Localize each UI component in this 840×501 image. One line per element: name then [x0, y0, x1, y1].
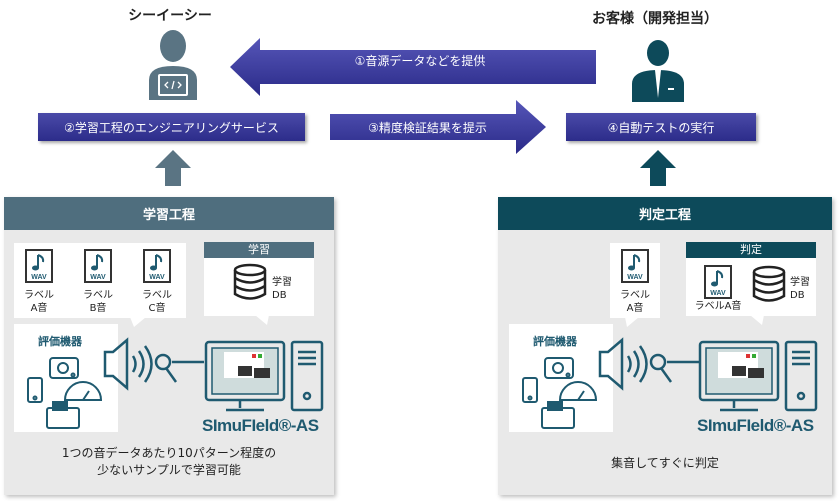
file-label: ラベル — [620, 290, 650, 301]
step1-label: ①音源データなどを提供 — [354, 54, 486, 68]
wav-file-icon: WAV — [84, 249, 112, 283]
eval-devices-label: 評価機器 — [533, 335, 577, 348]
simufield-logo: SImuFIeld®-AS — [202, 416, 319, 435]
file-label: ラベル — [24, 290, 54, 301]
step4-box: ④自動テストの実行 — [566, 113, 756, 141]
file-label: ラベル — [142, 290, 172, 301]
wav-text: WAV — [90, 274, 106, 281]
computer-icon — [204, 340, 324, 412]
wav-file-b: WAV — [84, 249, 114, 287]
file-sound: A音 — [626, 303, 644, 314]
judge-panel-header: 判定工程 — [498, 197, 832, 230]
wav-text: WAV — [149, 274, 165, 281]
simufield-logo: SImuFIeld®-AS — [697, 416, 814, 435]
devices-icon — [27, 357, 102, 429]
wav-file-a: WAV — [25, 249, 55, 287]
database-icon — [752, 265, 786, 302]
db-label: DB — [790, 290, 805, 301]
speaker-mic-icon — [598, 338, 701, 390]
caption-line: 1つの音データあたり10パターン程度の — [61, 446, 277, 460]
customer-person-icon — [632, 40, 684, 102]
wav-file-c: WAV — [143, 249, 173, 287]
wav-file-icon: WAV — [621, 249, 649, 283]
actor-customer-title: お客様（開発担当） — [592, 11, 718, 27]
file-sound: A音 — [30, 303, 48, 314]
wav-text: WAV — [710, 290, 726, 297]
learning-db-header: 学習 — [204, 242, 314, 258]
step2-box: ②学習工程のエンジニアリングサービス — [38, 113, 305, 141]
wav-file-icon: WAV — [25, 249, 53, 283]
db-label: 学習 — [790, 277, 810, 288]
wav-text: WAV — [627, 274, 643, 281]
up-arrow-judge-icon — [640, 150, 676, 186]
learning-db-bubble: 学習 — [204, 242, 314, 316]
engineer-person-icon — [149, 30, 197, 100]
judge-box-file-label: ラベルA音 — [694, 301, 742, 312]
db-label: 学習 — [272, 277, 292, 288]
speaker-mic-icon — [103, 338, 206, 390]
eval-devices-label: 評価機器 — [38, 335, 82, 348]
file-sound: C音 — [148, 303, 166, 314]
arrow-present-results — [330, 100, 546, 154]
database-icon — [233, 263, 267, 300]
file-sound: B音 — [89, 303, 107, 314]
computer-icon — [698, 340, 818, 412]
judge-box-header: 判定 — [686, 242, 816, 258]
actor-cec-title: シーイーシー — [128, 8, 212, 24]
step3-label: ③精度検証結果を提示 — [368, 121, 487, 135]
wav-file-icon: WAV — [704, 265, 732, 299]
file-label: ラベル — [83, 290, 113, 301]
arrow-provide-data — [230, 38, 596, 96]
learning-panel-header: 学習工程 — [4, 197, 334, 230]
devices-icon — [522, 357, 597, 429]
db-label: DB — [272, 290, 287, 301]
learning-caption: 1つの音データあたり10パターン程度の少ないサンプルで学習可能 — [14, 445, 324, 479]
up-arrow-learning-icon — [155, 150, 191, 186]
caption-line: 少ないサンプルで学習可能 — [97, 463, 241, 477]
wav-text: WAV — [31, 274, 47, 281]
wav-file-icon: WAV — [143, 249, 171, 283]
judge-caption: 集音してすぐに判定 — [611, 456, 719, 470]
